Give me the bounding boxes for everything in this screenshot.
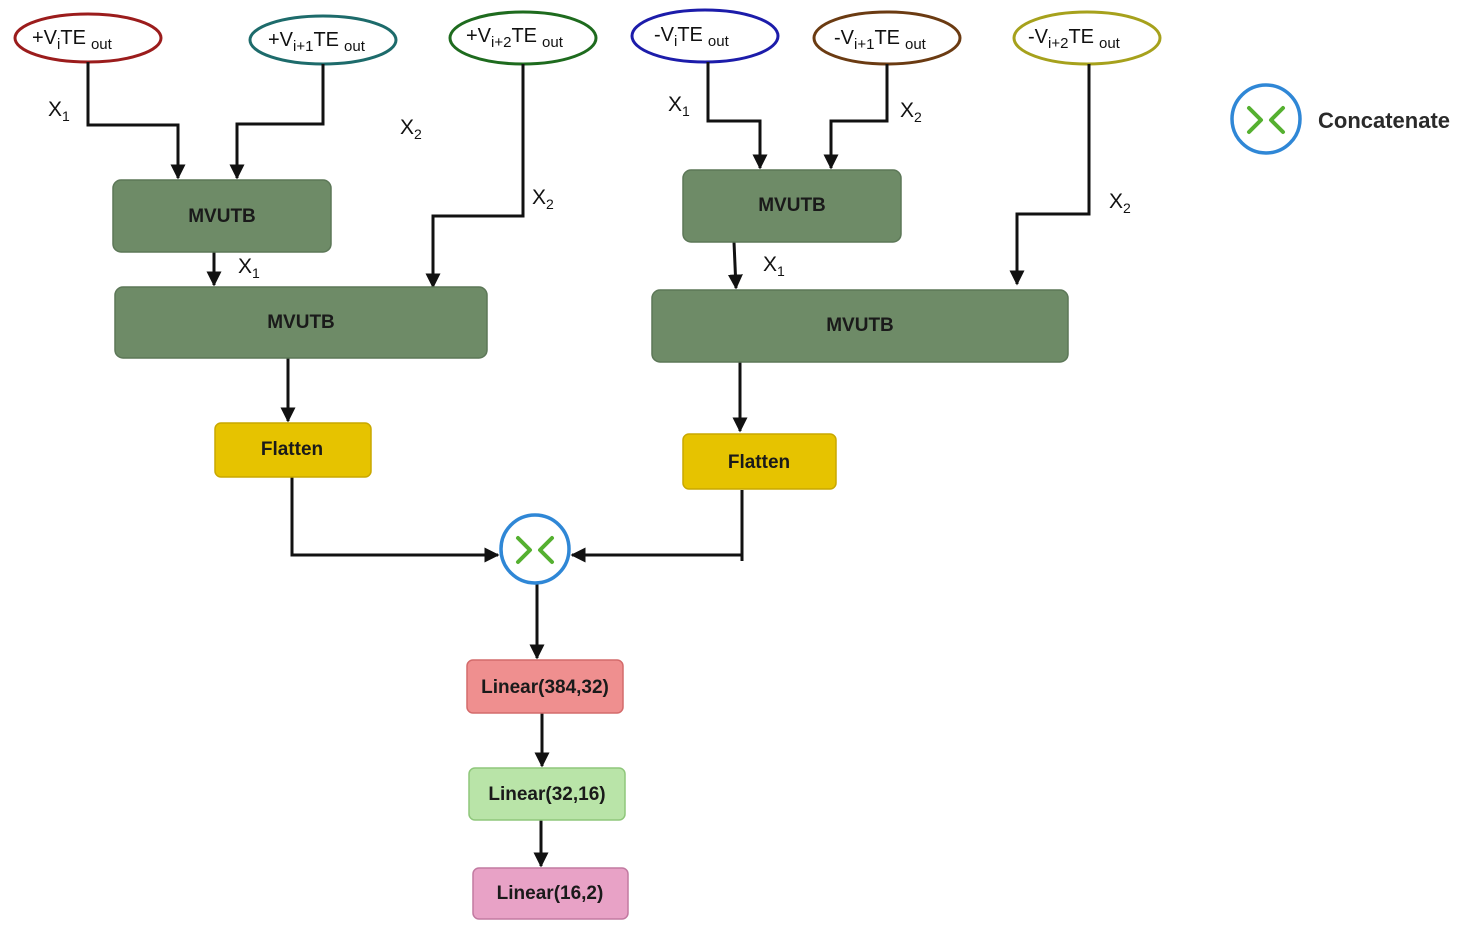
edge-pos-vi2-to-mvutb2 bbox=[425, 64, 525, 289]
concatenate-icon bbox=[1247, 106, 1285, 134]
svg-text:MVUTB: MVUTB bbox=[267, 312, 335, 333]
svg-text:Linear(32,16): Linear(32,16) bbox=[488, 784, 605, 805]
linear-block-2: Linear(32,16) bbox=[468, 767, 626, 821]
edge-neg-vi-to-mvutb3 bbox=[706, 62, 768, 170]
svg-text:Flatten: Flatten bbox=[261, 439, 323, 460]
edge-label-x1: X1 bbox=[238, 255, 260, 281]
edge-mvutb3-to-mvutb4 bbox=[727, 241, 743, 290]
legend: Concatenate bbox=[1230, 83, 1450, 155]
edge-pos-vi1-to-mvutb1 bbox=[229, 64, 325, 180]
svg-text:MVUTB: MVUTB bbox=[826, 315, 894, 336]
edge-pos-vi-to-mvutb1 bbox=[86, 62, 186, 180]
linear-block-3: Linear(16,2) bbox=[472, 867, 629, 920]
mvutb-block-left-bottom: MVUTB bbox=[114, 286, 488, 359]
svg-text:MVUTB: MVUTB bbox=[188, 206, 256, 227]
mvutb-block-right-top: MVUTB bbox=[682, 169, 902, 243]
edge-label-x1: X1 bbox=[48, 98, 70, 124]
edge-label-x1: X1 bbox=[763, 253, 785, 279]
mvutb-block-left-top: MVUTB bbox=[112, 179, 332, 253]
flatten-block-left: Flatten bbox=[214, 422, 372, 478]
svg-text:Linear(16,2): Linear(16,2) bbox=[497, 883, 604, 904]
svg-text:Flatten: Flatten bbox=[728, 452, 790, 473]
svg-text:MVUTB: MVUTB bbox=[758, 195, 826, 216]
flatten-block-right: Flatten bbox=[682, 433, 837, 490]
edge-flatten-right-to-concat bbox=[570, 490, 744, 563]
edge-neg-vi2-to-mvutb4 bbox=[1009, 64, 1091, 286]
mvutb-block-right-bottom: MVUTB bbox=[651, 289, 1069, 363]
edge-label-x2: X2 bbox=[400, 116, 422, 142]
concatenate-icon bbox=[516, 536, 554, 564]
legend-label: Concatenate bbox=[1318, 108, 1450, 133]
edge-flatten-left-to-concat bbox=[290, 477, 500, 563]
edge-neg-vi1-to-mvutb3 bbox=[823, 64, 889, 170]
svg-text:Linear(384,32): Linear(384,32) bbox=[481, 677, 609, 698]
concatenate-node bbox=[499, 513, 571, 585]
edge-label-x2: X2 bbox=[900, 99, 922, 125]
edge-label-x2: X2 bbox=[1109, 190, 1131, 216]
linear-block-1: Linear(384,32) bbox=[466, 659, 624, 714]
edge-label-x1: X1 bbox=[668, 93, 690, 119]
edge-label-x2: X2 bbox=[532, 186, 554, 212]
